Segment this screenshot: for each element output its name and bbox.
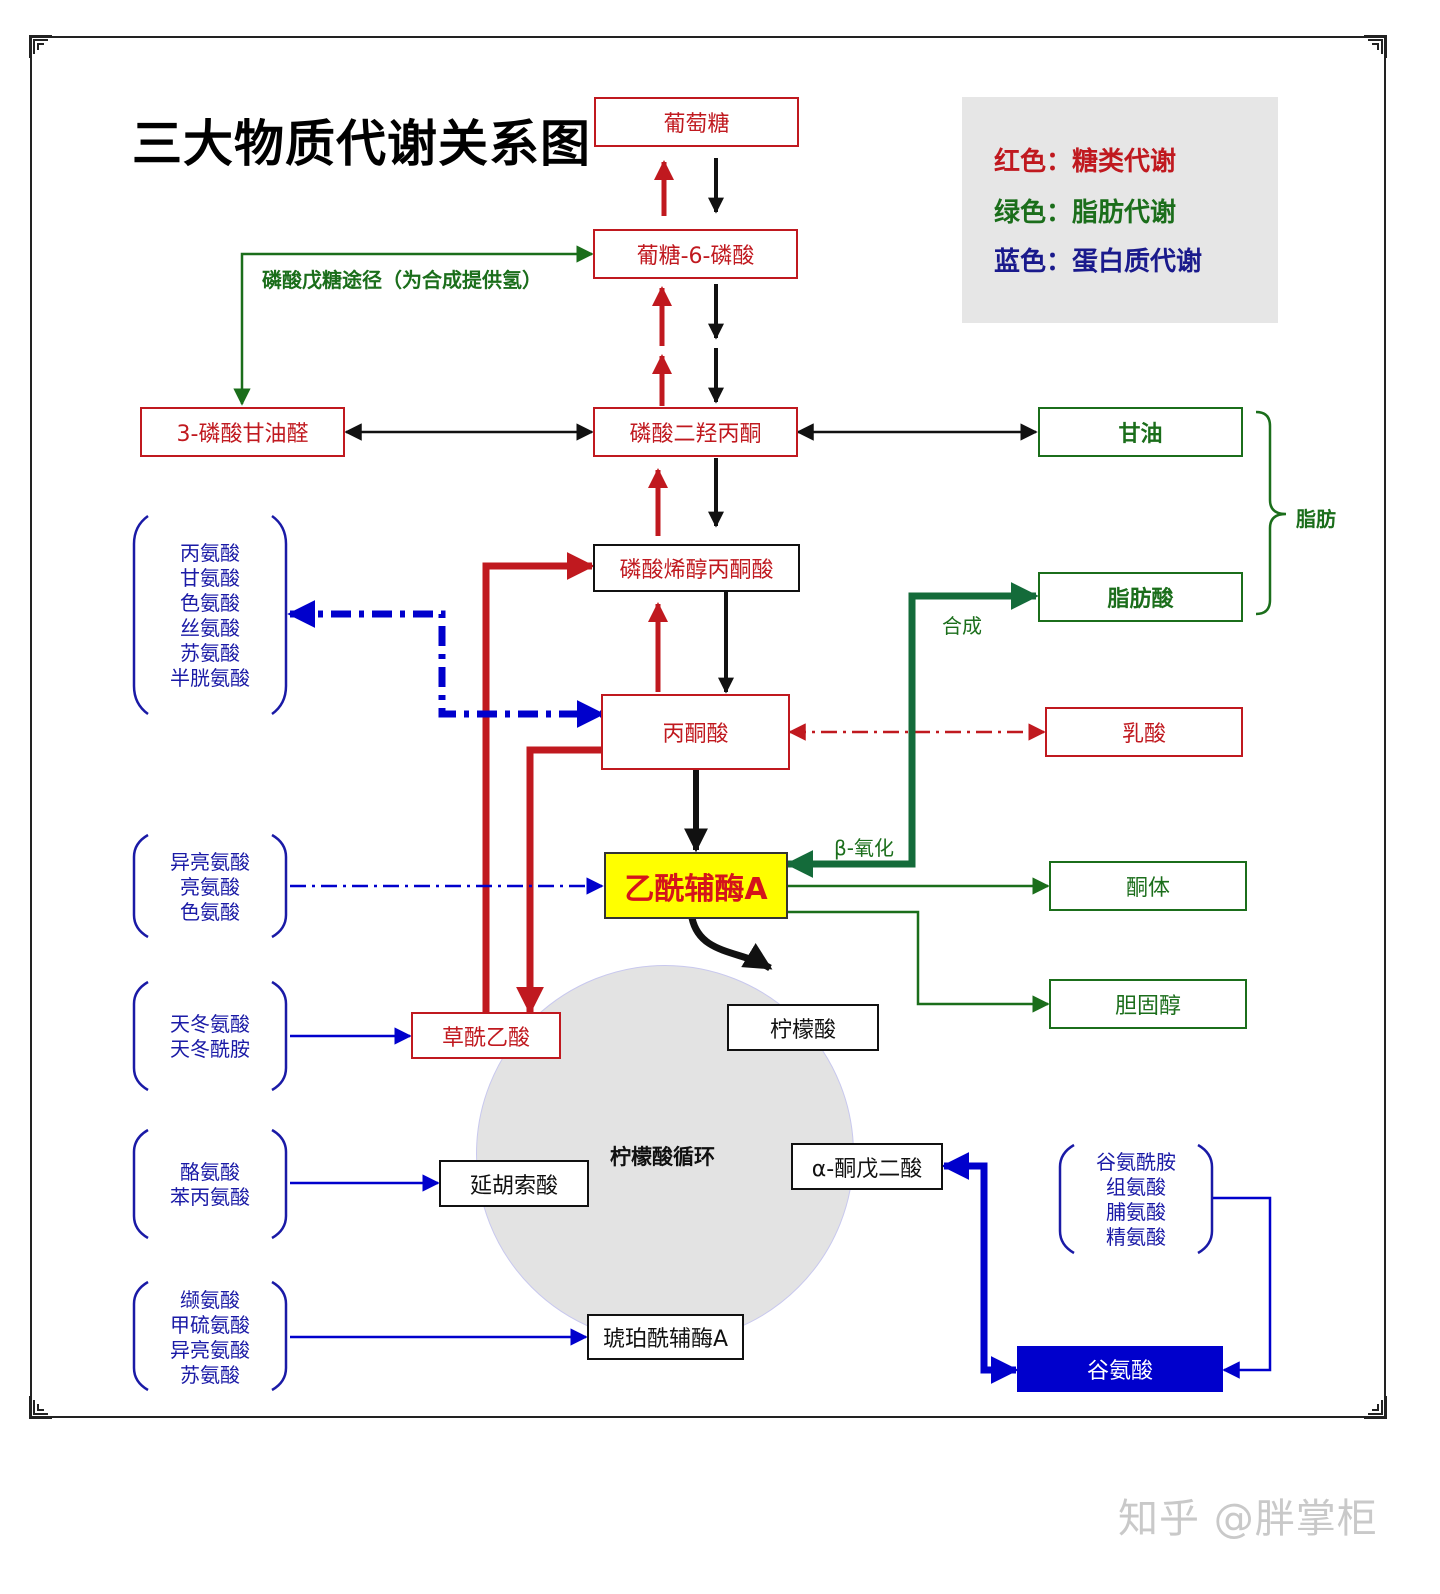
node-fatty-acid: 脂肪酸	[1038, 572, 1243, 622]
amino-acid: 酪氨酸	[180, 1160, 240, 1184]
node-pyruvate: 丙酮酸	[601, 694, 790, 770]
legend-item-protein: 蓝色：蛋白质代谢	[994, 247, 1203, 277]
amino-acid: 精氨酸	[1106, 1225, 1166, 1249]
amino-acid: 苏氨酸	[180, 641, 240, 665]
node-dhap: 磷酸二羟丙酮	[593, 407, 798, 457]
node-fumarate: 延胡索酸	[439, 1160, 589, 1207]
node-succinyl-coa: 琥珀酰辅酶A	[587, 1314, 744, 1360]
amino-list-pyruvate: 丙氨酸 甘氨酸 色氨酸 丝氨酸 苏氨酸 半胱氨酸	[150, 541, 270, 691]
node-acetyl-coa: 乙酰辅酶A	[604, 852, 788, 919]
amino-acid: 苯丙氨酸	[170, 1185, 250, 1209]
amino-acid: 色氨酸	[180, 900, 240, 924]
node-cholesterol: 胆固醇	[1049, 979, 1247, 1029]
amino-list-acetyl: 异亮氨酸 亮氨酸 色氨酸	[150, 850, 270, 925]
label-beta-oxidation: β-氧化	[834, 836, 894, 860]
node-lactate: 乳酸	[1045, 707, 1243, 757]
legend-item-fat: 绿色：脂肪代谢	[994, 198, 1177, 228]
node-akg: α-酮戊二酸	[791, 1143, 943, 1190]
node-glycerol: 甘油	[1038, 407, 1243, 457]
cycle-label: 柠檬酸循环	[610, 1145, 715, 1169]
amino-acid: 脯氨酸	[1106, 1200, 1166, 1224]
label-ppp: 磷酸戊糖途径（为合成提供氢）	[262, 268, 542, 292]
node-oxaloacetate: 草酰乙酸	[411, 1012, 561, 1059]
node-ketone: 酮体	[1049, 861, 1247, 911]
amino-list-succinyl: 缬氨酸 甲硫氨酸 异亮氨酸 苏氨酸	[150, 1288, 270, 1388]
node-g6p: 葡糖-6-磷酸	[593, 229, 798, 279]
amino-acid: 半胱氨酸	[170, 666, 250, 690]
amino-acid: 天冬氨酸	[170, 1012, 250, 1036]
amino-bracket	[132, 1128, 288, 1240]
node-pep: 磷酸烯醇丙酮酸	[593, 544, 800, 592]
amino-acid: 丝氨酸	[180, 616, 240, 640]
amino-list-oxaloacetate: 天冬氨酸 天冬酰胺	[150, 1012, 270, 1062]
amino-acid: 缬氨酸	[180, 1288, 240, 1312]
amino-list-glutamate: 谷氨酰胺 组氨酸 脯氨酸 精氨酸	[1076, 1150, 1196, 1250]
node-g3p: 3-磷酸甘油醛	[140, 407, 345, 457]
amino-acid: 苏氨酸	[180, 1363, 240, 1387]
frame-corner-ornament	[1364, 1396, 1387, 1419]
amino-bracket	[1058, 1143, 1214, 1255]
amino-acid: 天冬酰胺	[170, 1037, 250, 1061]
node-glucose: 葡萄糖	[594, 97, 799, 147]
amino-acid: 亮氨酸	[180, 875, 240, 899]
node-glutamate: 谷氨酸	[1017, 1346, 1223, 1392]
amino-bracket	[132, 980, 288, 1092]
legend-item-carb: 红色：糖类代谢	[994, 147, 1177, 177]
amino-acid: 异亮氨酸	[170, 850, 250, 874]
amino-bracket	[132, 833, 288, 939]
node-citrate: 柠檬酸	[727, 1004, 879, 1051]
legend-panel: 红色：糖类代谢 绿色：脂肪代谢 蓝色：蛋白质代谢	[962, 97, 1278, 323]
page-title: 三大物质代谢关系图	[132, 115, 591, 173]
frame-corner-ornament	[29, 1396, 52, 1419]
amino-acid: 组氨酸	[1106, 1175, 1166, 1199]
label-fat: 脂肪	[1296, 507, 1336, 531]
amino-bracket	[132, 1280, 288, 1392]
label-synthesis: 合成	[942, 614, 982, 638]
watermark: 知乎 @胖掌柜	[1118, 1496, 1378, 1542]
amino-acid: 甲硫氨酸	[170, 1313, 250, 1337]
amino-acid: 丙氨酸	[180, 541, 240, 565]
amino-bracket	[132, 514, 288, 716]
amino-acid: 色氨酸	[180, 591, 240, 615]
amino-acid: 异亮氨酸	[170, 1338, 250, 1362]
amino-acid: 甘氨酸	[180, 566, 240, 590]
frame-corner-ornament	[29, 35, 52, 58]
amino-acid: 谷氨酰胺	[1096, 1150, 1176, 1174]
diagram-frame	[30, 36, 1386, 1418]
frame-corner-ornament	[1364, 35, 1387, 58]
amino-list-fumarate: 酪氨酸 苯丙氨酸	[150, 1160, 270, 1210]
